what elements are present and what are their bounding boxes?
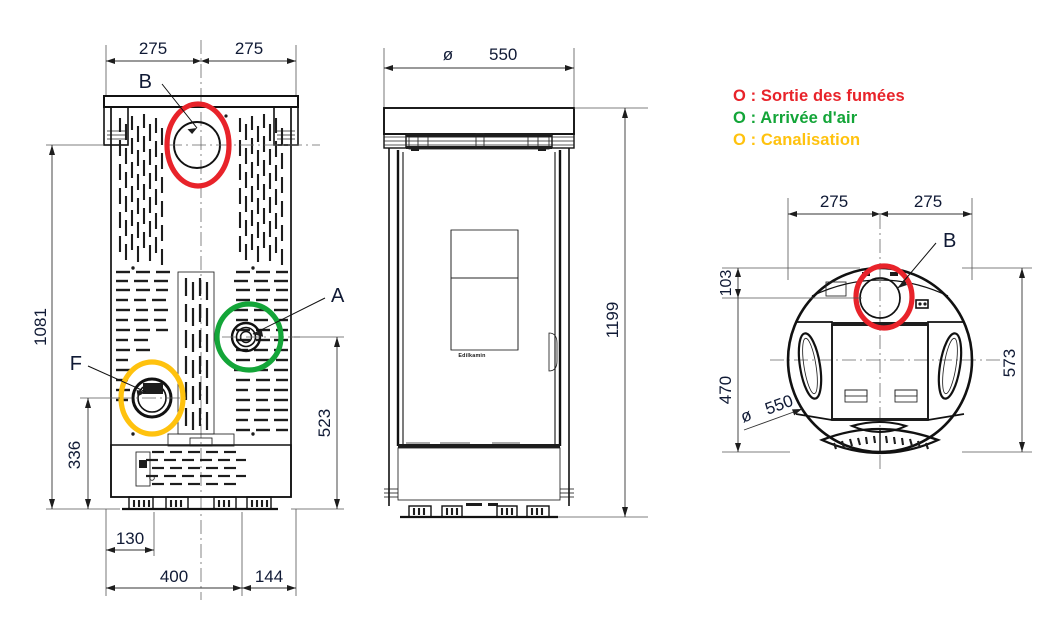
legend-sep-1: : (745, 109, 761, 128)
legend-label-flue-outlet: Sortie des fumées (760, 87, 905, 105)
rear-dim-height-right: 523 (291, 336, 344, 510)
rear-dim-base: 130 400 144 (105, 509, 297, 596)
plan-dim-depth-lower: 470 (716, 298, 790, 453)
plan-dim-depth-total: 573 (962, 267, 1032, 453)
rear-dim-275-left: 275 (139, 39, 167, 58)
plan-dim-diameter: ø 550 (738, 391, 803, 431)
rear-callout-F-duct: F (70, 353, 186, 437)
legend-label-air-inlet: Arrivée d'air (760, 109, 858, 128)
plan-control-icon (915, 299, 929, 309)
plan-dim-275-left: 275 (820, 192, 848, 211)
legend-marker-red: O (733, 87, 746, 105)
rear-label-B: B (139, 71, 152, 93)
plan-dim-103: 103 (718, 270, 735, 297)
legend: O : Sortie des fumées O : Arrivée d'air … (733, 85, 905, 151)
plan-label-B: B (943, 230, 956, 252)
plan-dim-diameter-symbol: ø (738, 405, 754, 426)
plan-dim-width: 275 275 (787, 192, 973, 280)
rear-top-width-dimension: 275 275 (105, 39, 297, 96)
rear-dim-144: 144 (255, 567, 283, 586)
rear-feet (122, 496, 278, 511)
legend-sep-2: : (745, 131, 761, 150)
plan-front-grille (819, 421, 942, 455)
plan-dim-offset-top: 103 (718, 267, 862, 299)
front-dim-width: ø 550 (383, 45, 575, 108)
legend-row-flue-outlet: O : Sortie des fumées (733, 85, 905, 107)
front-cabinet-body: Edilkamin (383, 107, 575, 506)
legend-marker-green: O (733, 109, 746, 128)
rear-dim-130: 130 (116, 529, 144, 548)
rear-cabinet-body (103, 95, 299, 498)
highlight-circle-yellow-rear (118, 359, 186, 437)
highlight-circle-red-rear (164, 101, 232, 189)
rear-dim-1081: 1081 (31, 308, 50, 346)
rear-dim-height-lower: 336 (65, 397, 120, 509)
front-feet (400, 503, 558, 519)
highlight-circle-green-rear (214, 301, 284, 373)
rear-dim-height-total: 1081 (31, 144, 120, 510)
rear-dim-400: 400 (160, 567, 188, 586)
rear-callout-A-air: A (214, 285, 345, 373)
legend-marker-yellow: O (733, 131, 746, 150)
front-dim-diameter-symbol: ø (443, 45, 453, 64)
highlight-circle-red-plan (853, 263, 915, 331)
legend-label-ducting: Canalisation (760, 131, 861, 150)
rear-dim-336: 336 (65, 441, 84, 469)
front-dim-1199: 1199 (603, 302, 622, 339)
plan-dim-573: 573 (1000, 349, 1019, 377)
legend-row-ducting: O : Canalisation (733, 129, 905, 151)
plan-dim-550: 550 (763, 391, 796, 419)
top-plan-view: 275 275 (716, 192, 1032, 470)
rear-panel-details (131, 114, 255, 487)
rear-vent-texture (116, 114, 288, 486)
front-elevation-view: ø 550 (383, 45, 648, 519)
rear-dim-523: 523 (315, 409, 334, 437)
front-dim-height: 1199 (558, 107, 648, 518)
rear-callout-B-flue: B (139, 71, 320, 189)
legend-sep-0: : (745, 87, 761, 105)
rear-label-A: A (331, 285, 345, 307)
plan-callout-B-flue: B (853, 230, 956, 331)
plan-dim-275-right: 275 (914, 192, 942, 211)
rear-dim-275-right: 275 (235, 39, 263, 58)
front-dim-550: 550 (489, 45, 517, 64)
plan-dim-470: 470 (716, 376, 735, 404)
rear-elevation-view: 275 275 (31, 39, 345, 600)
front-brand-logo: Edilkamin (458, 353, 485, 359)
legend-row-air-inlet: O : Arrivée d'air (733, 107, 905, 129)
rear-label-F: F (70, 353, 82, 375)
